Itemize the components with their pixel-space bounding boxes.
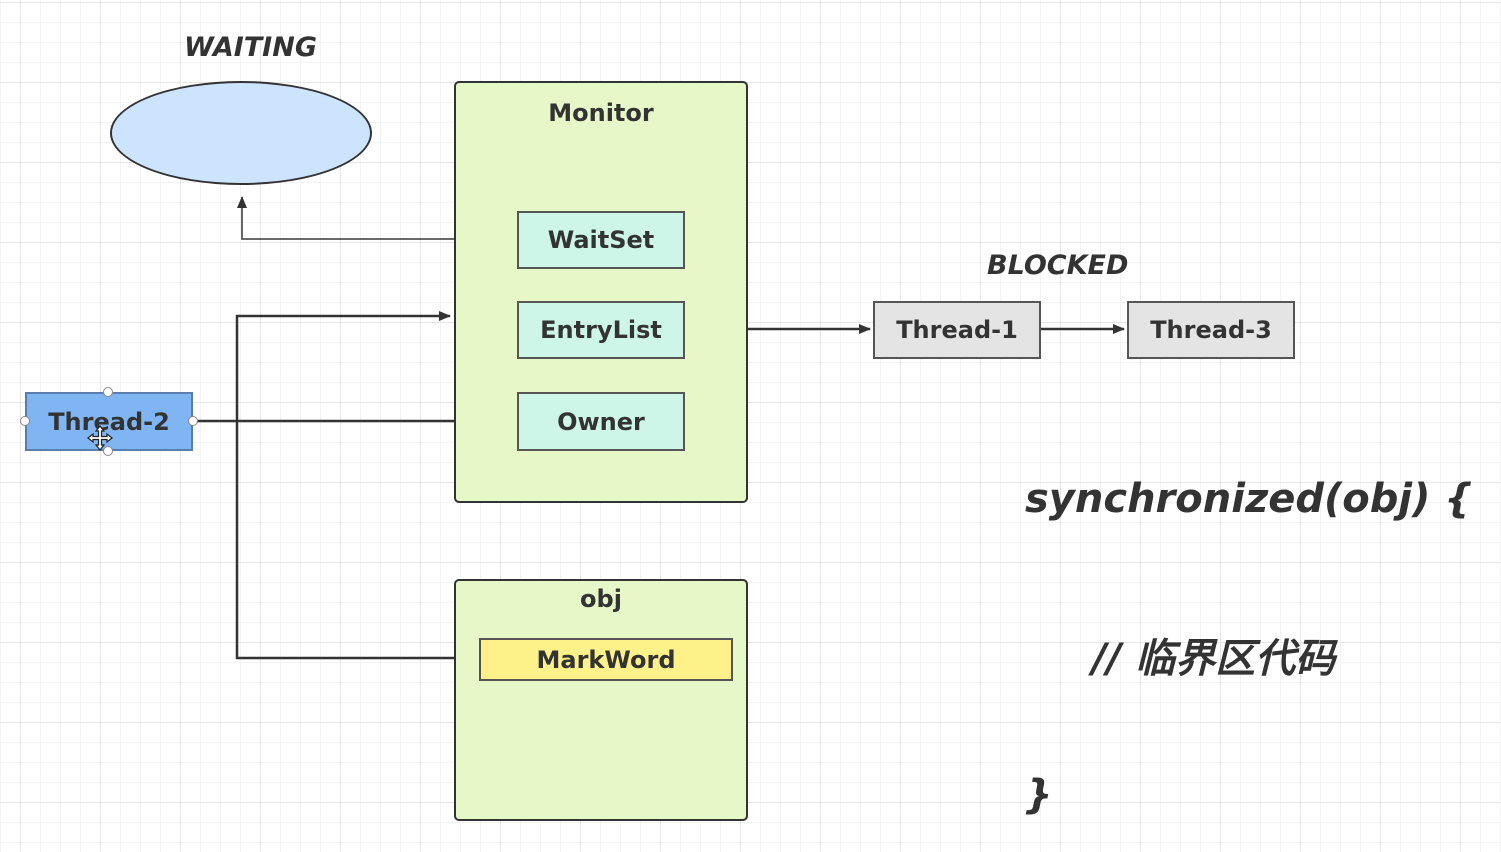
code-synchronized-line: synchronized(obj) { — [1025, 476, 1473, 522]
markword-to-monitor-arrow — [235, 311, 479, 660]
selection-handle-bottom[interactable] — [103, 446, 113, 456]
move-cursor-icon — [87, 425, 113, 451]
obj-container[interactable] — [454, 579, 748, 821]
code-closing-brace: } — [1024, 772, 1053, 818]
entrylist-box[interactable]: EntryList — [517, 301, 685, 359]
waiting-label: WAITING — [184, 32, 317, 63]
selection-handle-right[interactable] — [188, 416, 198, 426]
blocked-label: BLOCKED — [987, 250, 1129, 281]
obj-title: obj — [580, 585, 622, 613]
waitset-to-waiting-arrow — [237, 196, 517, 240]
selection-handle-left[interactable] — [20, 416, 30, 426]
thread-3-box[interactable]: Thread-3 — [1127, 301, 1295, 359]
selection-handle-top[interactable] — [103, 387, 113, 397]
monitor-title: Monitor — [548, 99, 654, 127]
thread-1-box[interactable]: Thread-1 — [873, 301, 1041, 359]
markword-box[interactable]: MarkWord — [479, 638, 733, 681]
waitset-box[interactable]: WaitSet — [517, 211, 685, 269]
owner-box[interactable]: Owner — [517, 392, 685, 451]
waiting-ellipse[interactable] — [110, 81, 372, 185]
code-comment-line: // 临界区代码 — [1092, 636, 1336, 682]
